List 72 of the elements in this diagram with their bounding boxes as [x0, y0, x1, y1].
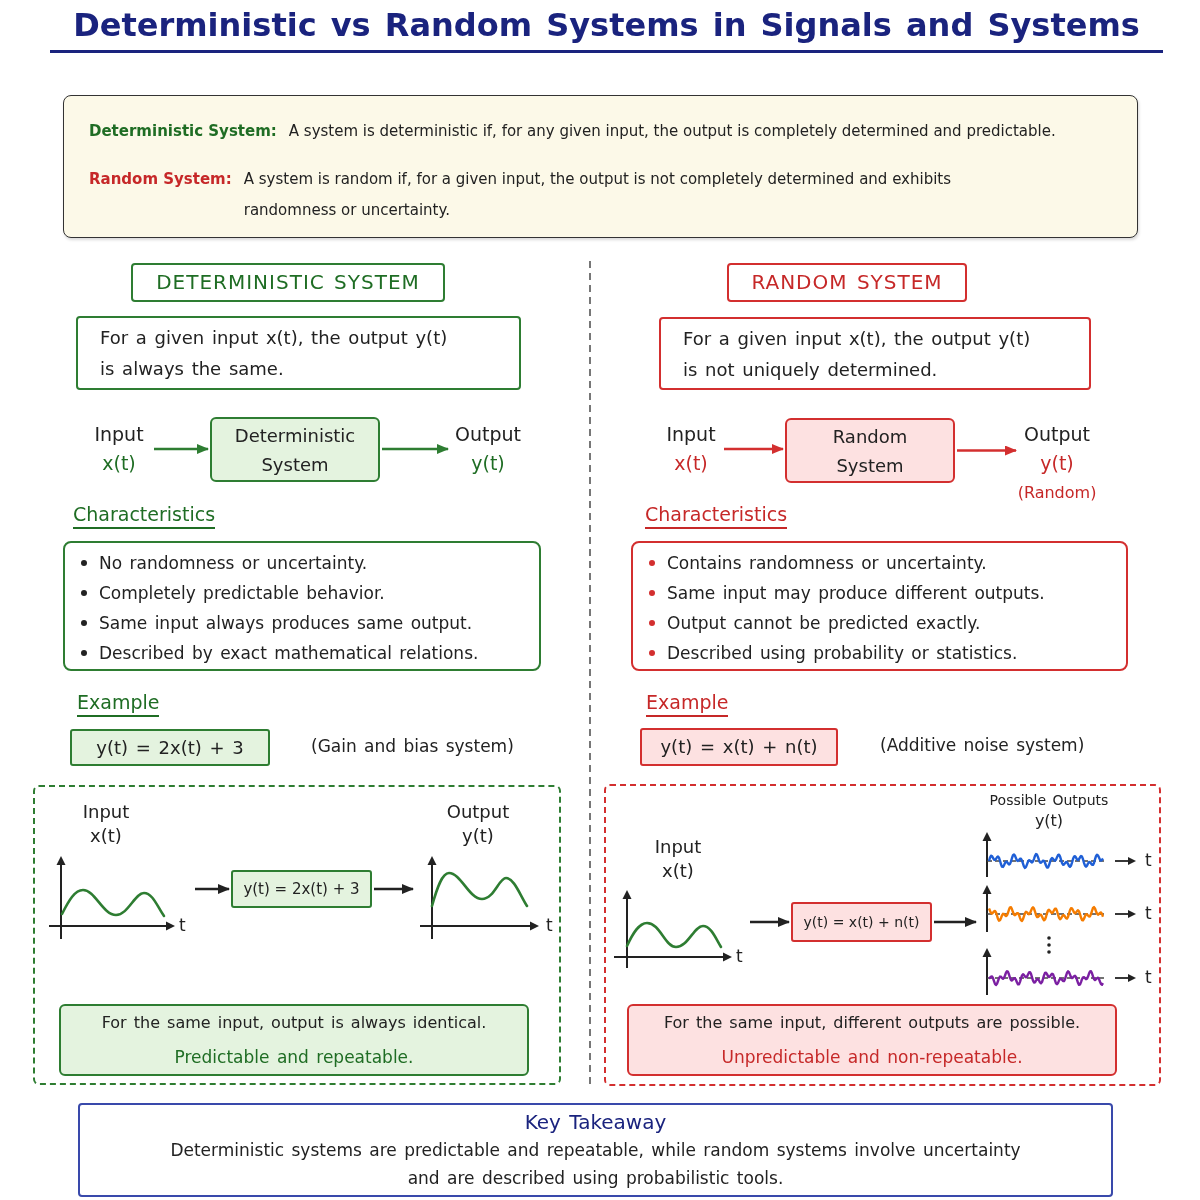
statement-box: For a given input x(t), the output y(t) is always the same. [76, 316, 521, 390]
arrow [750, 917, 790, 927]
signal-label: Input [94, 422, 144, 447]
signal-label: Input [654, 835, 702, 859]
section-heading: Characteristics [645, 502, 788, 529]
signal-label: y(t) [462, 824, 494, 848]
term-label: Random System: [89, 169, 232, 190]
signal-label: x(t) [674, 451, 708, 476]
system-block: Deterministic System [210, 417, 380, 482]
panel-heading: Key Takeaway [524, 1109, 667, 1136]
signal-label: Output [446, 800, 510, 824]
example-note: (Gain and bias system) [311, 735, 514, 758]
section-header: DETERMINISTIC SYSTEM [131, 263, 445, 302]
statement-box: For a given input x(t), the output y(t) is not uniquely determined. [659, 317, 1091, 390]
signal-label: (Random) [1017, 482, 1097, 504]
dashed-panel [604, 784, 1161, 1086]
bullet-item: Described using probability or statistics. [667, 642, 1018, 665]
takeaway-text: Deterministic systems are predictable and repeatable, while random systems involve uncertainty and are described using probabilistic tools. [169, 1139, 1022, 1190]
summary-panel [59, 1004, 529, 1076]
equation-box: y(t) = 2x(t) + 3 [70, 729, 270, 766]
bullet-item: Completely predictable behavior. [99, 582, 385, 605]
bullet-item: Described by exact mathematical relations. [99, 642, 479, 665]
equation-box: y(t) = x(t) + n(t) [640, 728, 838, 766]
conclusion-text: Predictable and repeatable. [174, 1046, 414, 1069]
example-note: (Additive noise system) [880, 734, 1085, 757]
axis-label: t [1145, 849, 1152, 871]
arrow [374, 884, 414, 894]
equation-box: y(t) = x(t) + n(t) [791, 902, 932, 942]
summary-panel [627, 1004, 1117, 1076]
arrow [957, 445, 1017, 456]
bullet-item: Output cannot be predicted exactly. [667, 612, 981, 635]
takeaway-panel [78, 1103, 1113, 1197]
summary-text: For the same input, output is always identical. [101, 1012, 487, 1034]
axis-label: t [1145, 902, 1152, 924]
signal-label: Output [1024, 422, 1090, 447]
section-heading: Example [77, 690, 160, 717]
arrow [382, 444, 449, 454]
axis-label: t [1145, 966, 1152, 988]
bullet-item: Contains randomness or uncertainty. [667, 552, 987, 575]
section-heading: Characteristics [73, 502, 216, 529]
axis-label: t [179, 914, 186, 936]
dashed-panel [33, 785, 561, 1085]
axis-label: t [736, 945, 743, 967]
system-block: Random System [785, 418, 955, 483]
arrow [154, 444, 209, 454]
signal-label: y(t) [471, 451, 505, 476]
conclusion-text: Unpredictable and non-repeatable. [721, 1046, 1023, 1069]
signal-label: Possible Outputs [989, 791, 1109, 810]
page-title: Deterministic vs Random Systems in Signals and Systems [50, 6, 1163, 53]
arrow [724, 444, 784, 454]
signal-label: x(t) [102, 451, 136, 476]
definition-text: A system is random if, for a given input, the output is not completely determined and exhibits randomness or uncertainty. [243, 169, 953, 221]
signal-label: Output [455, 422, 521, 447]
equation-box: y(t) = 2x(t) + 3 [231, 870, 372, 908]
signal-label: Input [82, 800, 130, 824]
signal-label: y(t) [1034, 810, 1064, 832]
definition-panel [63, 95, 1138, 238]
arrow [934, 917, 977, 927]
section-header: RANDOM SYSTEM [727, 263, 967, 302]
signal-label: Input [666, 422, 716, 447]
section-heading: Example [646, 690, 729, 717]
bullet-item: Same input always produces same output. [99, 612, 473, 635]
bullet-item: Same input may produce different outputs. [667, 582, 1045, 605]
signal-label: x(t) [662, 859, 694, 883]
term-label: Deterministic System: [89, 121, 277, 142]
arrow [195, 884, 230, 894]
signal-label: y(t) [1040, 451, 1074, 476]
summary-text: For the same input, different outputs are possible. [663, 1012, 1081, 1034]
definition-text: A system is deterministic if, for any given input, the output is completely determined and predictable. [288, 121, 1056, 142]
signal-label: x(t) [90, 824, 122, 848]
bullet-item: No randomness or uncertainty. [99, 552, 368, 575]
axis-label: t [546, 914, 553, 936]
